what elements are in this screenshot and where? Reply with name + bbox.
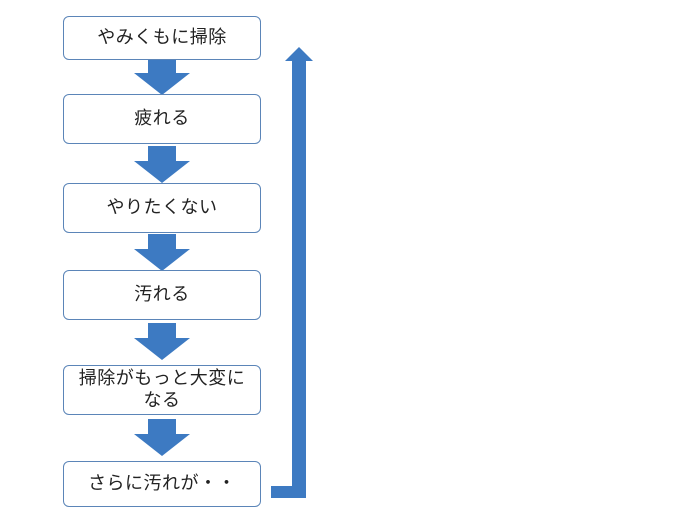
down-arrow-4	[134, 323, 190, 360]
step-box-1: やみくもに掃除	[63, 16, 261, 60]
step-label-6: さらに汚れが・・	[88, 473, 236, 494]
step-label-4: 汚れる	[134, 284, 190, 305]
step-box-5: 掃除がもっと大変になる	[63, 365, 261, 415]
step-box-3: やりたくない	[63, 183, 261, 233]
down-arrow-3	[134, 234, 190, 271]
down-arrow-1	[134, 59, 190, 95]
step-label-1: やみくもに掃除	[97, 27, 227, 48]
down-arrow-5	[134, 419, 190, 456]
step-label-5: 掃除がもっと大変になる	[78, 368, 246, 411]
step-box-2: 疲れる	[63, 94, 261, 144]
step-box-6: さらに汚れが・・	[63, 461, 261, 507]
loop-back-arrow	[271, 47, 313, 498]
step-label-3: やりたくない	[106, 197, 218, 218]
down-arrow-2	[134, 146, 190, 183]
step-label-2: 疲れる	[134, 108, 190, 129]
step-box-4: 汚れる	[63, 270, 261, 320]
